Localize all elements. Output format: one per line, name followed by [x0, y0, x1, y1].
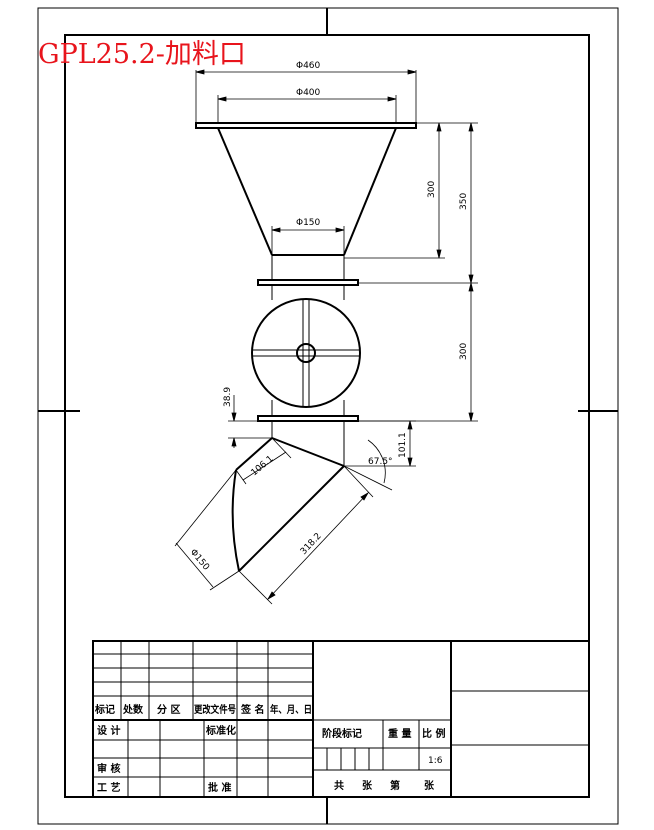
tb-qianming: 签 名: [240, 703, 264, 716]
title-block: [92, 640, 590, 798]
dim-38-9-label: 38.9: [223, 387, 233, 407]
dim-106-1-label: 106.1: [250, 454, 276, 478]
dim-d460-label: Φ460: [296, 61, 321, 71]
dim-d150: [271, 226, 345, 255]
tb-biaoji: 标记: [94, 703, 115, 716]
centering-marks: [38, 8, 618, 824]
tb-chushu: 处数: [122, 703, 144, 716]
tb-zhang2: 张: [424, 779, 435, 792]
dim-d460: [195, 69, 417, 123]
valve-vane-horizontal: [251, 349, 361, 357]
dim-318-2: [238, 465, 374, 605]
tb-gong: 共: [334, 779, 344, 792]
valve-shaft: [296, 343, 316, 363]
dim-angle-label: 67.5°: [368, 457, 393, 467]
top-flange: [195, 122, 417, 129]
tb-sheji: 设 计: [97, 724, 120, 737]
tb-bili: 比 例: [422, 727, 445, 740]
funnel-right-wall: [343, 127, 397, 256]
dim-angle: [343, 439, 393, 491]
valve-vane-vertical: [302, 298, 310, 408]
dim-outlet-diameter: [174, 469, 240, 591]
dim-outlet-diameter-label: Φ150: [188, 548, 211, 573]
dim-total-upper-height-label: 350: [459, 193, 469, 210]
tb-gengai: 更改文件号: [194, 703, 236, 716]
tb-jieduan: 阶段标记: [322, 727, 362, 740]
tb-fenqu: 分 区: [157, 703, 180, 716]
dim-101-1: [344, 420, 416, 467]
tb-gongyi: 工 艺: [97, 781, 120, 794]
funnel-left-wall: [217, 127, 273, 256]
dim-cone-height-label: 300: [427, 181, 437, 198]
upper-flange: [257, 279, 359, 286]
dim-d400: [217, 95, 397, 123]
dim-cone-height: [344, 122, 445, 259]
tb-shenhe: 审 核: [97, 762, 120, 775]
tb-zhongliang: 重 量: [388, 727, 411, 740]
tb-di: 第: [390, 779, 400, 792]
tb-scale: 1:6: [428, 756, 443, 766]
outlet-end: [231, 469, 240, 572]
dim-106-1: [235, 437, 292, 485]
tb-nianyueri: 年、月、日: [270, 703, 312, 716]
tb-zhang1: 张: [362, 779, 373, 792]
outlet-upper-wall: [235, 437, 273, 471]
rotary-valve-body: [251, 298, 361, 408]
dim-38-9: [228, 395, 272, 448]
dim-valve-height-label: 300: [459, 343, 469, 360]
tb-pizhun: 批 准: [208, 781, 231, 794]
outlet-lower-wall: [238, 465, 345, 572]
dim-d400-label: Φ400: [296, 88, 321, 98]
dim-d150-label: Φ150: [296, 218, 321, 228]
dim-101-1-label: 101.1: [398, 432, 408, 458]
dim-total-upper-height: [358, 122, 478, 284]
tb-biaozhunhua: 标准化: [205, 724, 236, 737]
lower-flange: [257, 415, 359, 422]
drawing-title: GPL25.2-加料口: [38, 39, 246, 70]
